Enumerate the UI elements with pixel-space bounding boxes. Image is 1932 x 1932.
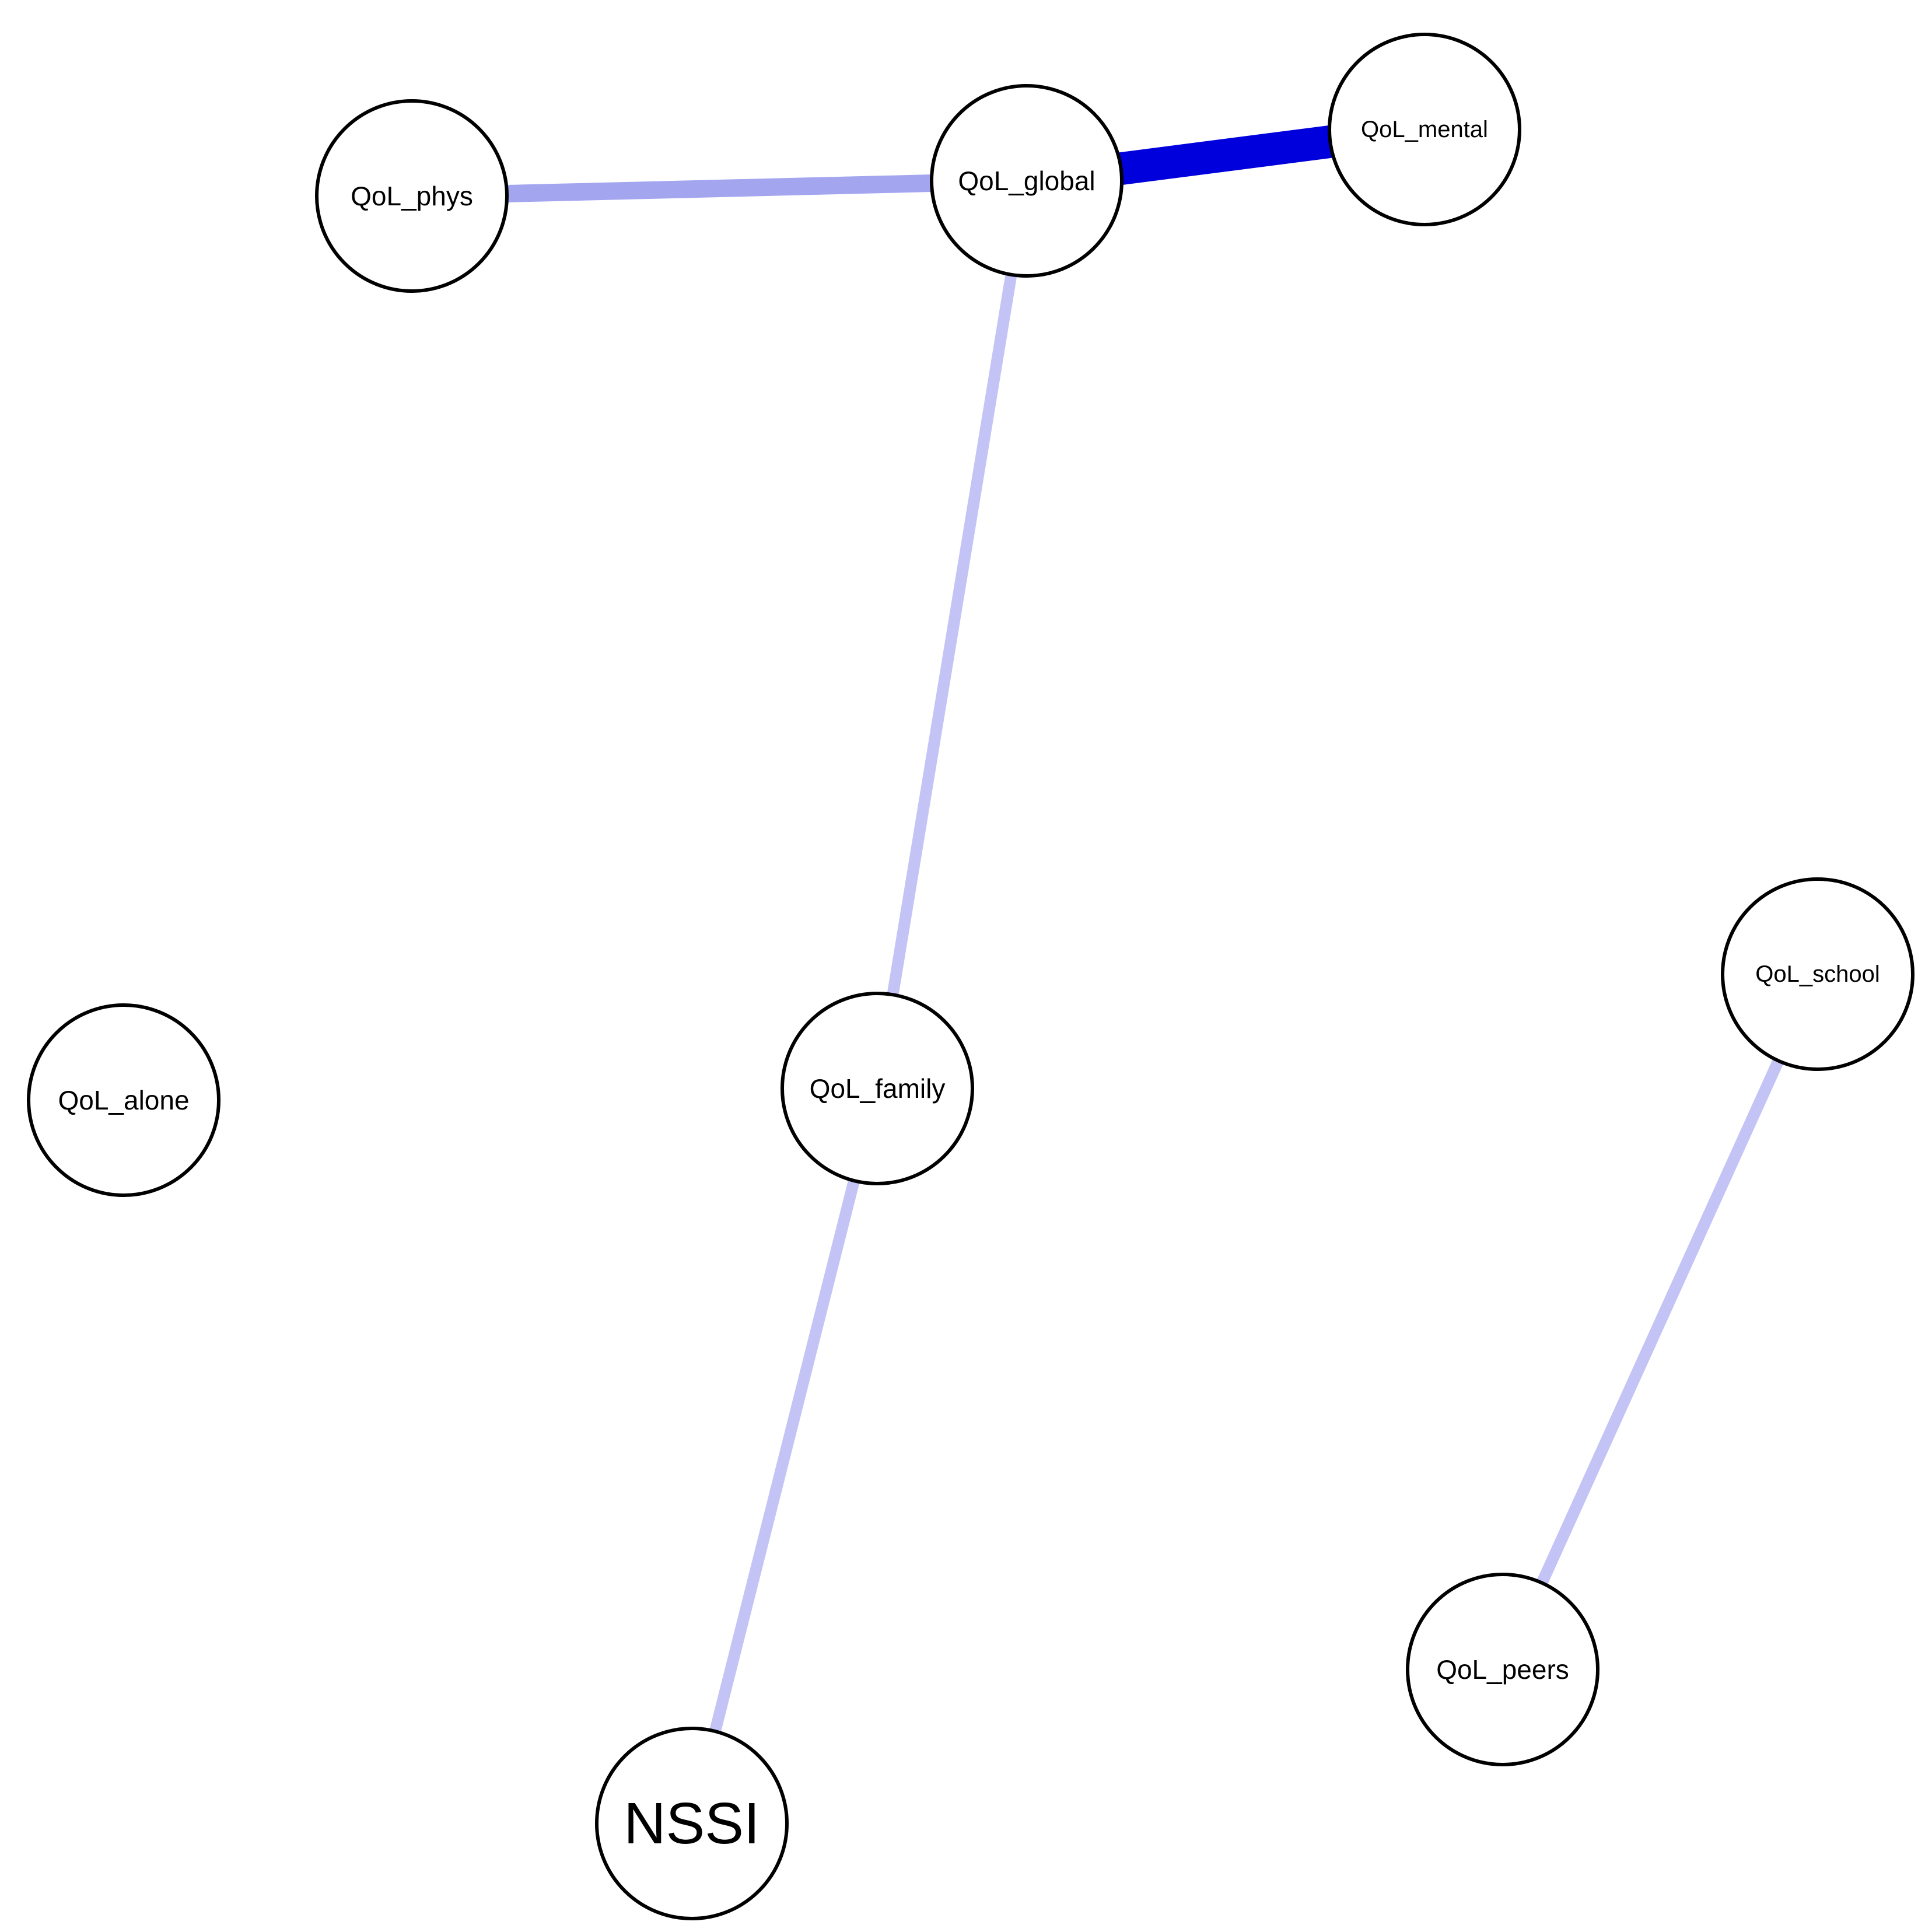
node-label: QoL_peers: [1436, 1654, 1569, 1685]
node-circle: [27, 1003, 220, 1197]
node-qol-alone: QoL_alone: [27, 1003, 220, 1197]
node-label: NSSI: [624, 1791, 760, 1856]
node-circle: [930, 84, 1124, 278]
node-qol-family: QoL_family: [780, 992, 974, 1185]
node-circle: [595, 1727, 789, 1920]
node-qol-phys: QoL_phys: [315, 99, 509, 293]
edge-qol-global-to-qol-family: [887, 274, 1017, 996]
node-qol-school: QoL_school: [1721, 877, 1915, 1071]
node-circle: [780, 992, 974, 1185]
edges-layer: [506, 125, 1784, 1733]
nodes-layer: QoL_globalQoL_mentalQoL_physQoL_familyQo…: [27, 33, 1915, 1920]
node-circle: [315, 99, 509, 293]
node-circle: [1328, 33, 1521, 226]
node-label: QoL_school: [1755, 961, 1880, 987]
edge-qol-phys-to-qol-global: [506, 174, 932, 202]
node-nssi: NSSI: [595, 1727, 789, 1920]
node-label: QoL_mental: [1361, 117, 1488, 142]
edge-qol-global-to-qol-mental: [1119, 125, 1332, 185]
node-label: QoL_phys: [351, 181, 473, 211]
node-qol-mental: QoL_mental: [1328, 33, 1521, 226]
node-circle: [1721, 877, 1915, 1071]
node-qol-global: QoL_global: [930, 84, 1124, 278]
edge-qol-family-to-nssi: [709, 1179, 860, 1733]
node-qol-peers: QoL_peers: [1406, 1573, 1600, 1766]
node-label: QoL_family: [810, 1073, 946, 1104]
node-label: QoL_alone: [58, 1085, 189, 1115]
node-circle: [1406, 1573, 1600, 1766]
edge-qol-school-to-qol-peers: [1536, 1058, 1784, 1586]
node-label: QoL_global: [958, 166, 1095, 196]
